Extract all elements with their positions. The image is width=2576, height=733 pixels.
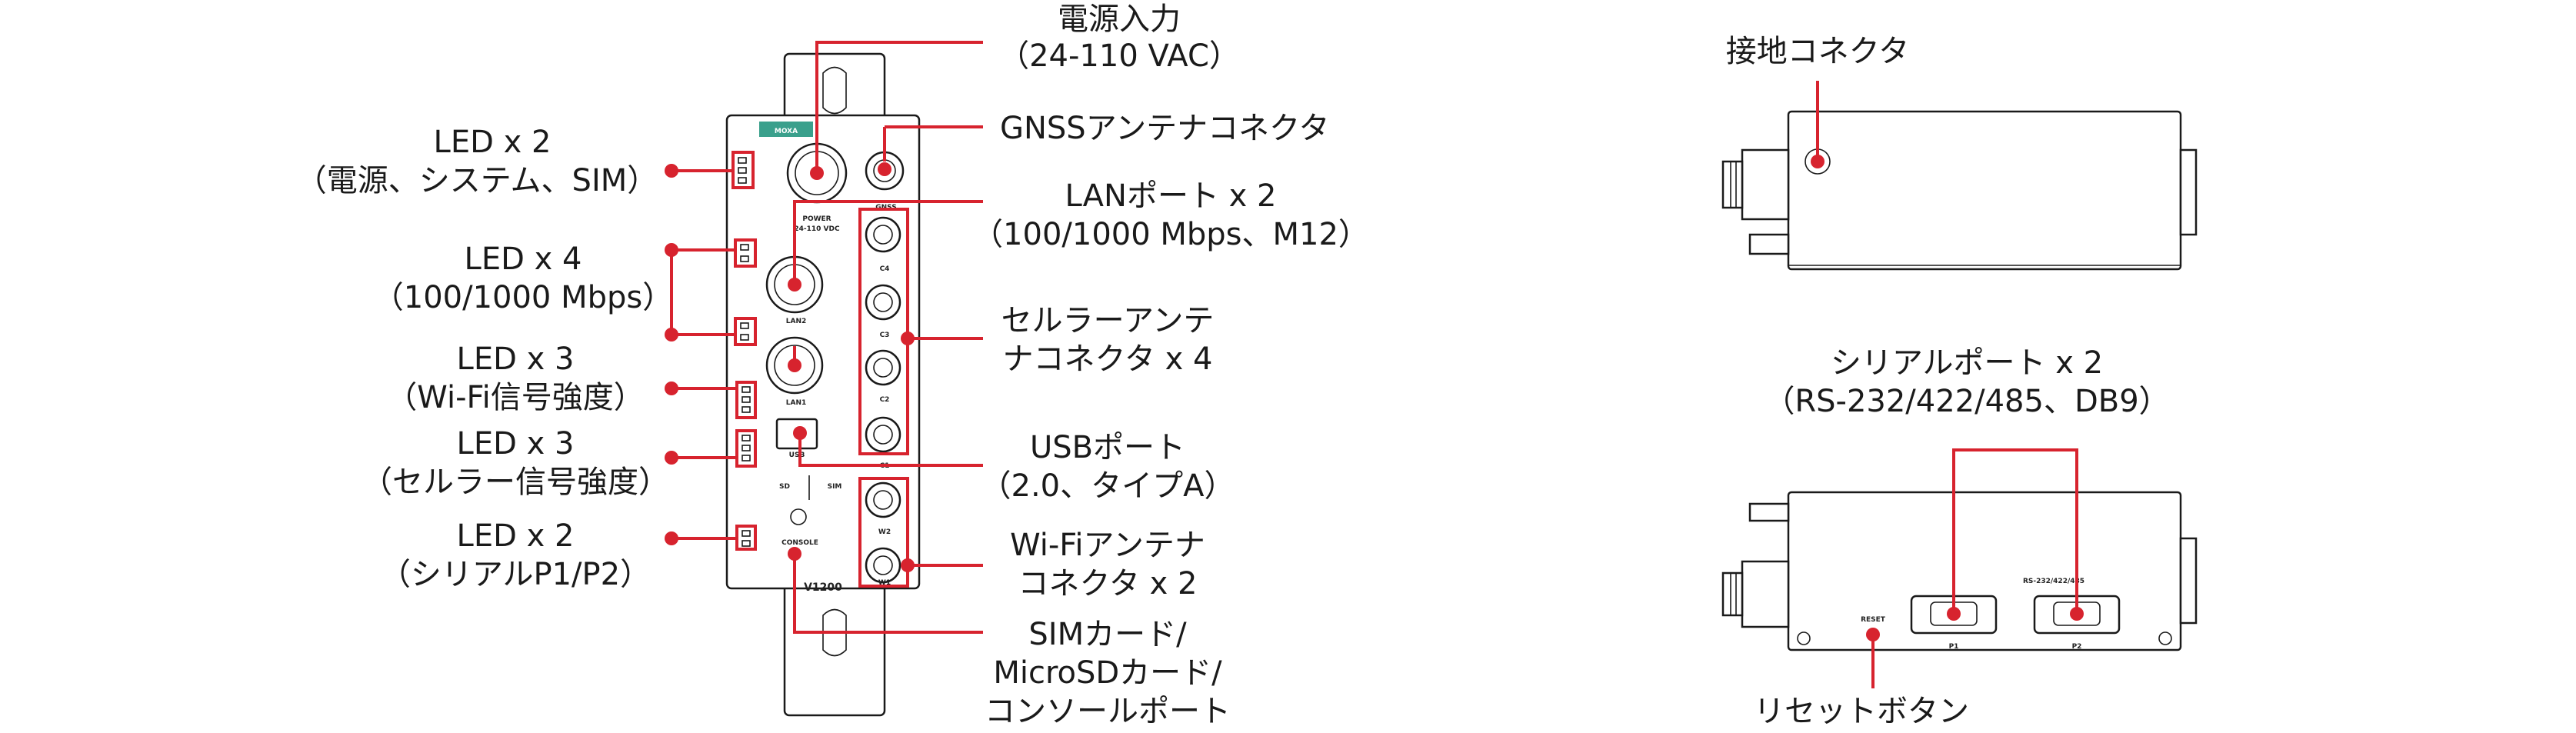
w1-marking: W1 bbox=[878, 579, 891, 587]
label-serial-line1: シリアルポート x 2 bbox=[1831, 345, 2103, 381]
label-sim-line1: SIMカード/ bbox=[1028, 617, 1187, 652]
power-marking: POWER bbox=[802, 215, 831, 223]
label-led-serial-line2: （シリアルP1/P2） bbox=[380, 557, 651, 592]
label-wifi-line2: コネクタ x 2 bbox=[1018, 566, 1198, 601]
label-ground: 接地コネクタ bbox=[1726, 34, 1909, 69]
label-cell-line1: セルラーアンテ bbox=[1001, 303, 1215, 338]
label-cell-line2: ナコネクタ x 4 bbox=[1003, 342, 1213, 377]
model-label: V1200 bbox=[804, 581, 842, 594]
label-reset: リセットボタン bbox=[1754, 694, 1969, 729]
label-usb-line2: （2.0、タイプA） bbox=[981, 468, 1235, 504]
reset-marking: RESET bbox=[1861, 616, 1886, 624]
label-power-line1: 電源入力 bbox=[1058, 2, 1181, 37]
label-led-serial-line1: LED x 2 bbox=[457, 518, 575, 554]
w2-marking: W2 bbox=[878, 528, 891, 536]
side-view-bottom-device: RS-232/422/485 P1 P2 RESET シリアルポート x 2 （… bbox=[1721, 345, 2198, 729]
label-lan-line2: （100/1000 Mbps、M12） bbox=[972, 217, 1369, 252]
c2-marking: C2 bbox=[880, 396, 890, 404]
brand-logo: MOXA bbox=[775, 128, 798, 135]
label-led-lan-line1: LED x 4 bbox=[465, 242, 582, 277]
label-wifi-line1: Wi-Fiアンテナ bbox=[1010, 528, 1205, 563]
power-rating-marking: 24-110 VDC bbox=[794, 225, 840, 233]
label-led-wifi-line2: （Wi-Fi信号強度） bbox=[386, 380, 644, 415]
label-led-lan-line2: （100/1000 Mbps） bbox=[373, 280, 673, 315]
front-view-callouts bbox=[665, 41, 983, 634]
sim-marking: SIM bbox=[828, 483, 842, 491]
label-usb-line1: USBポート bbox=[1030, 430, 1185, 465]
label-led-power-line1: LED x 2 bbox=[434, 125, 552, 160]
lan1-marking: LAN1 bbox=[786, 399, 807, 407]
lan2-marking: LAN2 bbox=[786, 318, 807, 325]
c4-marking: C4 bbox=[880, 265, 890, 273]
label-power-line2: （24-110 VAC） bbox=[998, 38, 1240, 74]
p2-marking: P2 bbox=[2072, 643, 2082, 651]
front-view-labels: 電源入力 （24-110 VAC） GNSSアンテナコネクタ LANポート x … bbox=[296, 2, 1369, 729]
c3-marking: C3 bbox=[880, 332, 890, 339]
label-sim-line2: MicroSDカード/ bbox=[993, 655, 1222, 691]
label-led-cell-line1: LED x 3 bbox=[457, 426, 575, 461]
label-sim-line3: コンソールポート bbox=[985, 694, 1231, 729]
p1-marking: P1 bbox=[1949, 643, 1959, 651]
side-view-top-device: 接地コネクタ bbox=[1721, 34, 2198, 271]
label-led-wifi-line1: LED x 3 bbox=[457, 342, 575, 377]
label-led-power-line2: （電源、システム、SIM） bbox=[296, 163, 658, 198]
label-serial-line2: （RS-232/422/485、DB9） bbox=[1764, 384, 2169, 419]
label-led-cell-line2: （セルラー信号強度） bbox=[362, 465, 669, 500]
usb-marking: USB bbox=[789, 451, 805, 459]
serial-header-marking: RS-232/422/485 bbox=[2023, 578, 2084, 585]
label-lan-line1: LANポート x 2 bbox=[1065, 178, 1276, 214]
console-marking: CONSOLE bbox=[781, 539, 818, 547]
label-gnss: GNSSアンテナコネクタ bbox=[1000, 111, 1330, 146]
sd-marking: SD bbox=[779, 483, 790, 491]
